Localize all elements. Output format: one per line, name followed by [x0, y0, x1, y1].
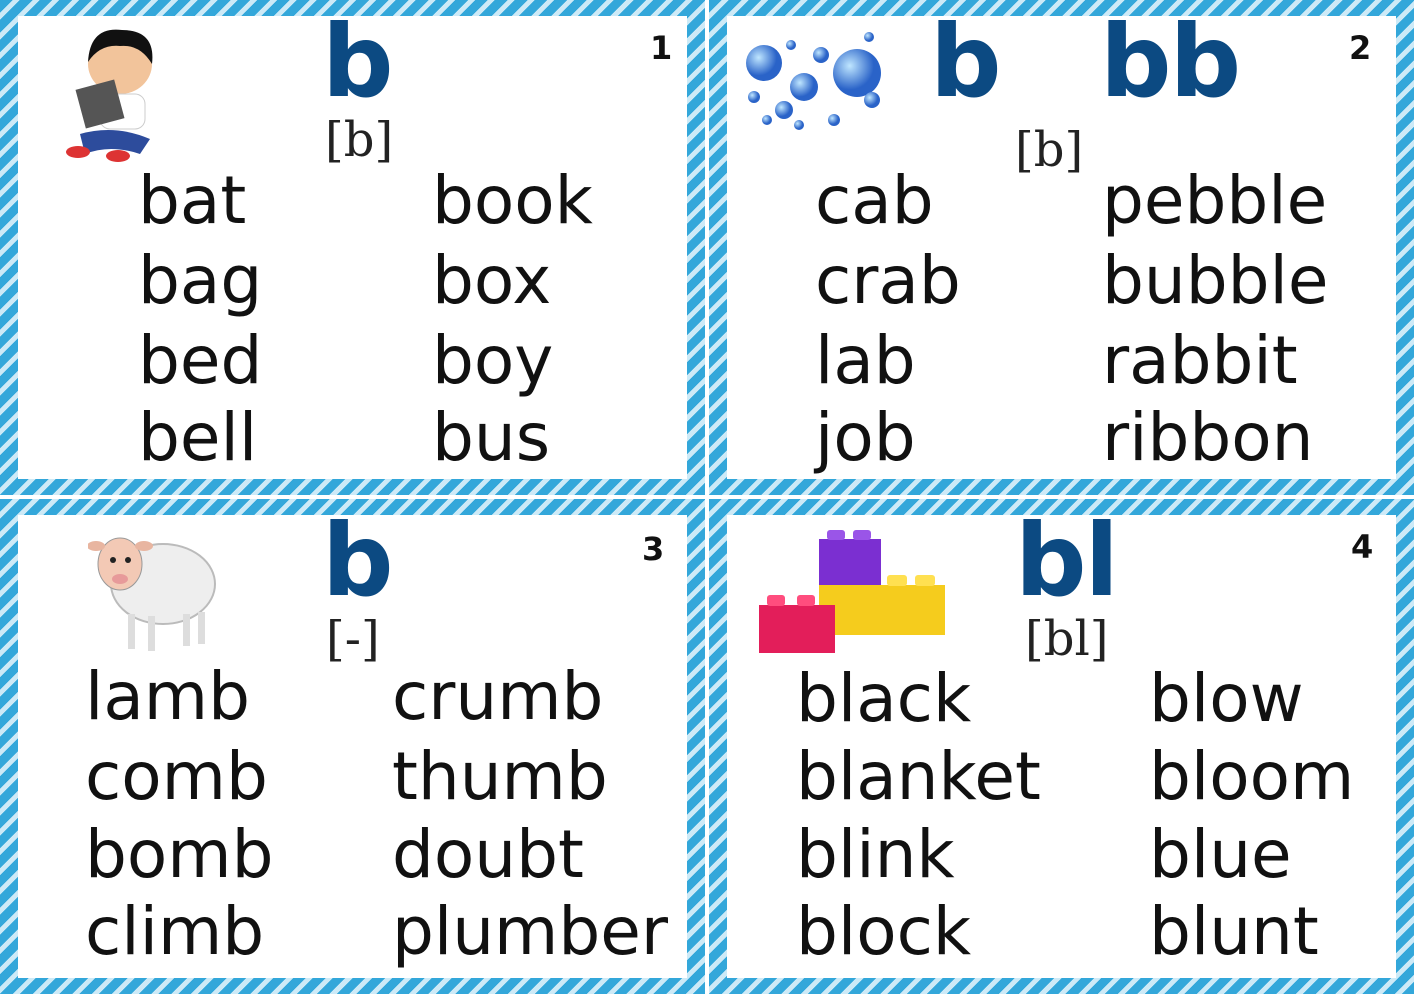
phonetic-transcription: [b]	[325, 112, 394, 168]
word: boy	[432, 322, 554, 399]
flashcard-4: bl [bl] 4 black blanket blink block blow…	[709, 499, 1414, 994]
word: job	[815, 399, 916, 476]
flashcard-2: b bb [b] 2 cab crab lab job pebble bubbl…	[709, 0, 1414, 495]
target-letters-double: bb	[1100, 3, 1241, 120]
target-letters: b	[322, 3, 394, 120]
word: blow	[1149, 660, 1304, 737]
word: black	[796, 660, 972, 737]
word: ribbon	[1102, 399, 1314, 476]
card-number: 4	[1351, 528, 1374, 566]
toy-blocks-icon	[759, 530, 945, 653]
word: comb	[85, 738, 268, 815]
word: climb	[85, 893, 265, 970]
word: rabbit	[1102, 322, 1298, 399]
target-letters: b	[930, 3, 1002, 120]
card-body	[18, 16, 687, 479]
word: box	[432, 242, 552, 319]
card-number: 1	[650, 29, 673, 67]
word: book	[432, 162, 593, 239]
word: crumb	[392, 658, 604, 735]
word: bus	[432, 399, 551, 476]
word: bat	[138, 162, 247, 239]
word: bubble	[1102, 242, 1329, 319]
word: pebble	[1102, 162, 1328, 239]
word: lamb	[85, 658, 250, 735]
card-body	[727, 16, 1396, 479]
word: crab	[815, 242, 961, 319]
word: bomb	[85, 816, 274, 893]
phonetic-transcription: [b]	[1015, 122, 1084, 178]
word: cab	[815, 162, 934, 239]
card-number: 2	[1349, 29, 1372, 67]
word: lab	[815, 322, 916, 399]
word: blanket	[796, 738, 1041, 815]
boy-with-laptop-icon	[66, 29, 153, 162]
word: bed	[138, 322, 263, 399]
word: block	[796, 893, 972, 970]
word: plumber	[392, 893, 668, 970]
flashcard-3: b [-] 3 lamb comb bomb climb crumb thumb…	[0, 499, 705, 994]
word: thumb	[392, 738, 608, 815]
card-number: 3	[642, 530, 665, 568]
target-letters: bl	[1015, 502, 1119, 619]
word: blunt	[1149, 893, 1319, 970]
phonetic-transcription: [bl]	[1025, 611, 1109, 667]
word: blue	[1149, 816, 1292, 893]
sheep-icon	[88, 537, 216, 651]
flashcard-1: b [b] 1 bat bag bed bell book box boy bu…	[0, 0, 705, 495]
bubbles-icon	[746, 32, 881, 130]
word: bloom	[1149, 738, 1355, 815]
word: bell	[138, 399, 258, 476]
target-letters: b	[322, 502, 394, 619]
word: doubt	[392, 816, 584, 893]
word: blink	[796, 816, 955, 893]
phonetic-transcription: [-]	[326, 611, 380, 667]
word: bag	[138, 242, 263, 319]
